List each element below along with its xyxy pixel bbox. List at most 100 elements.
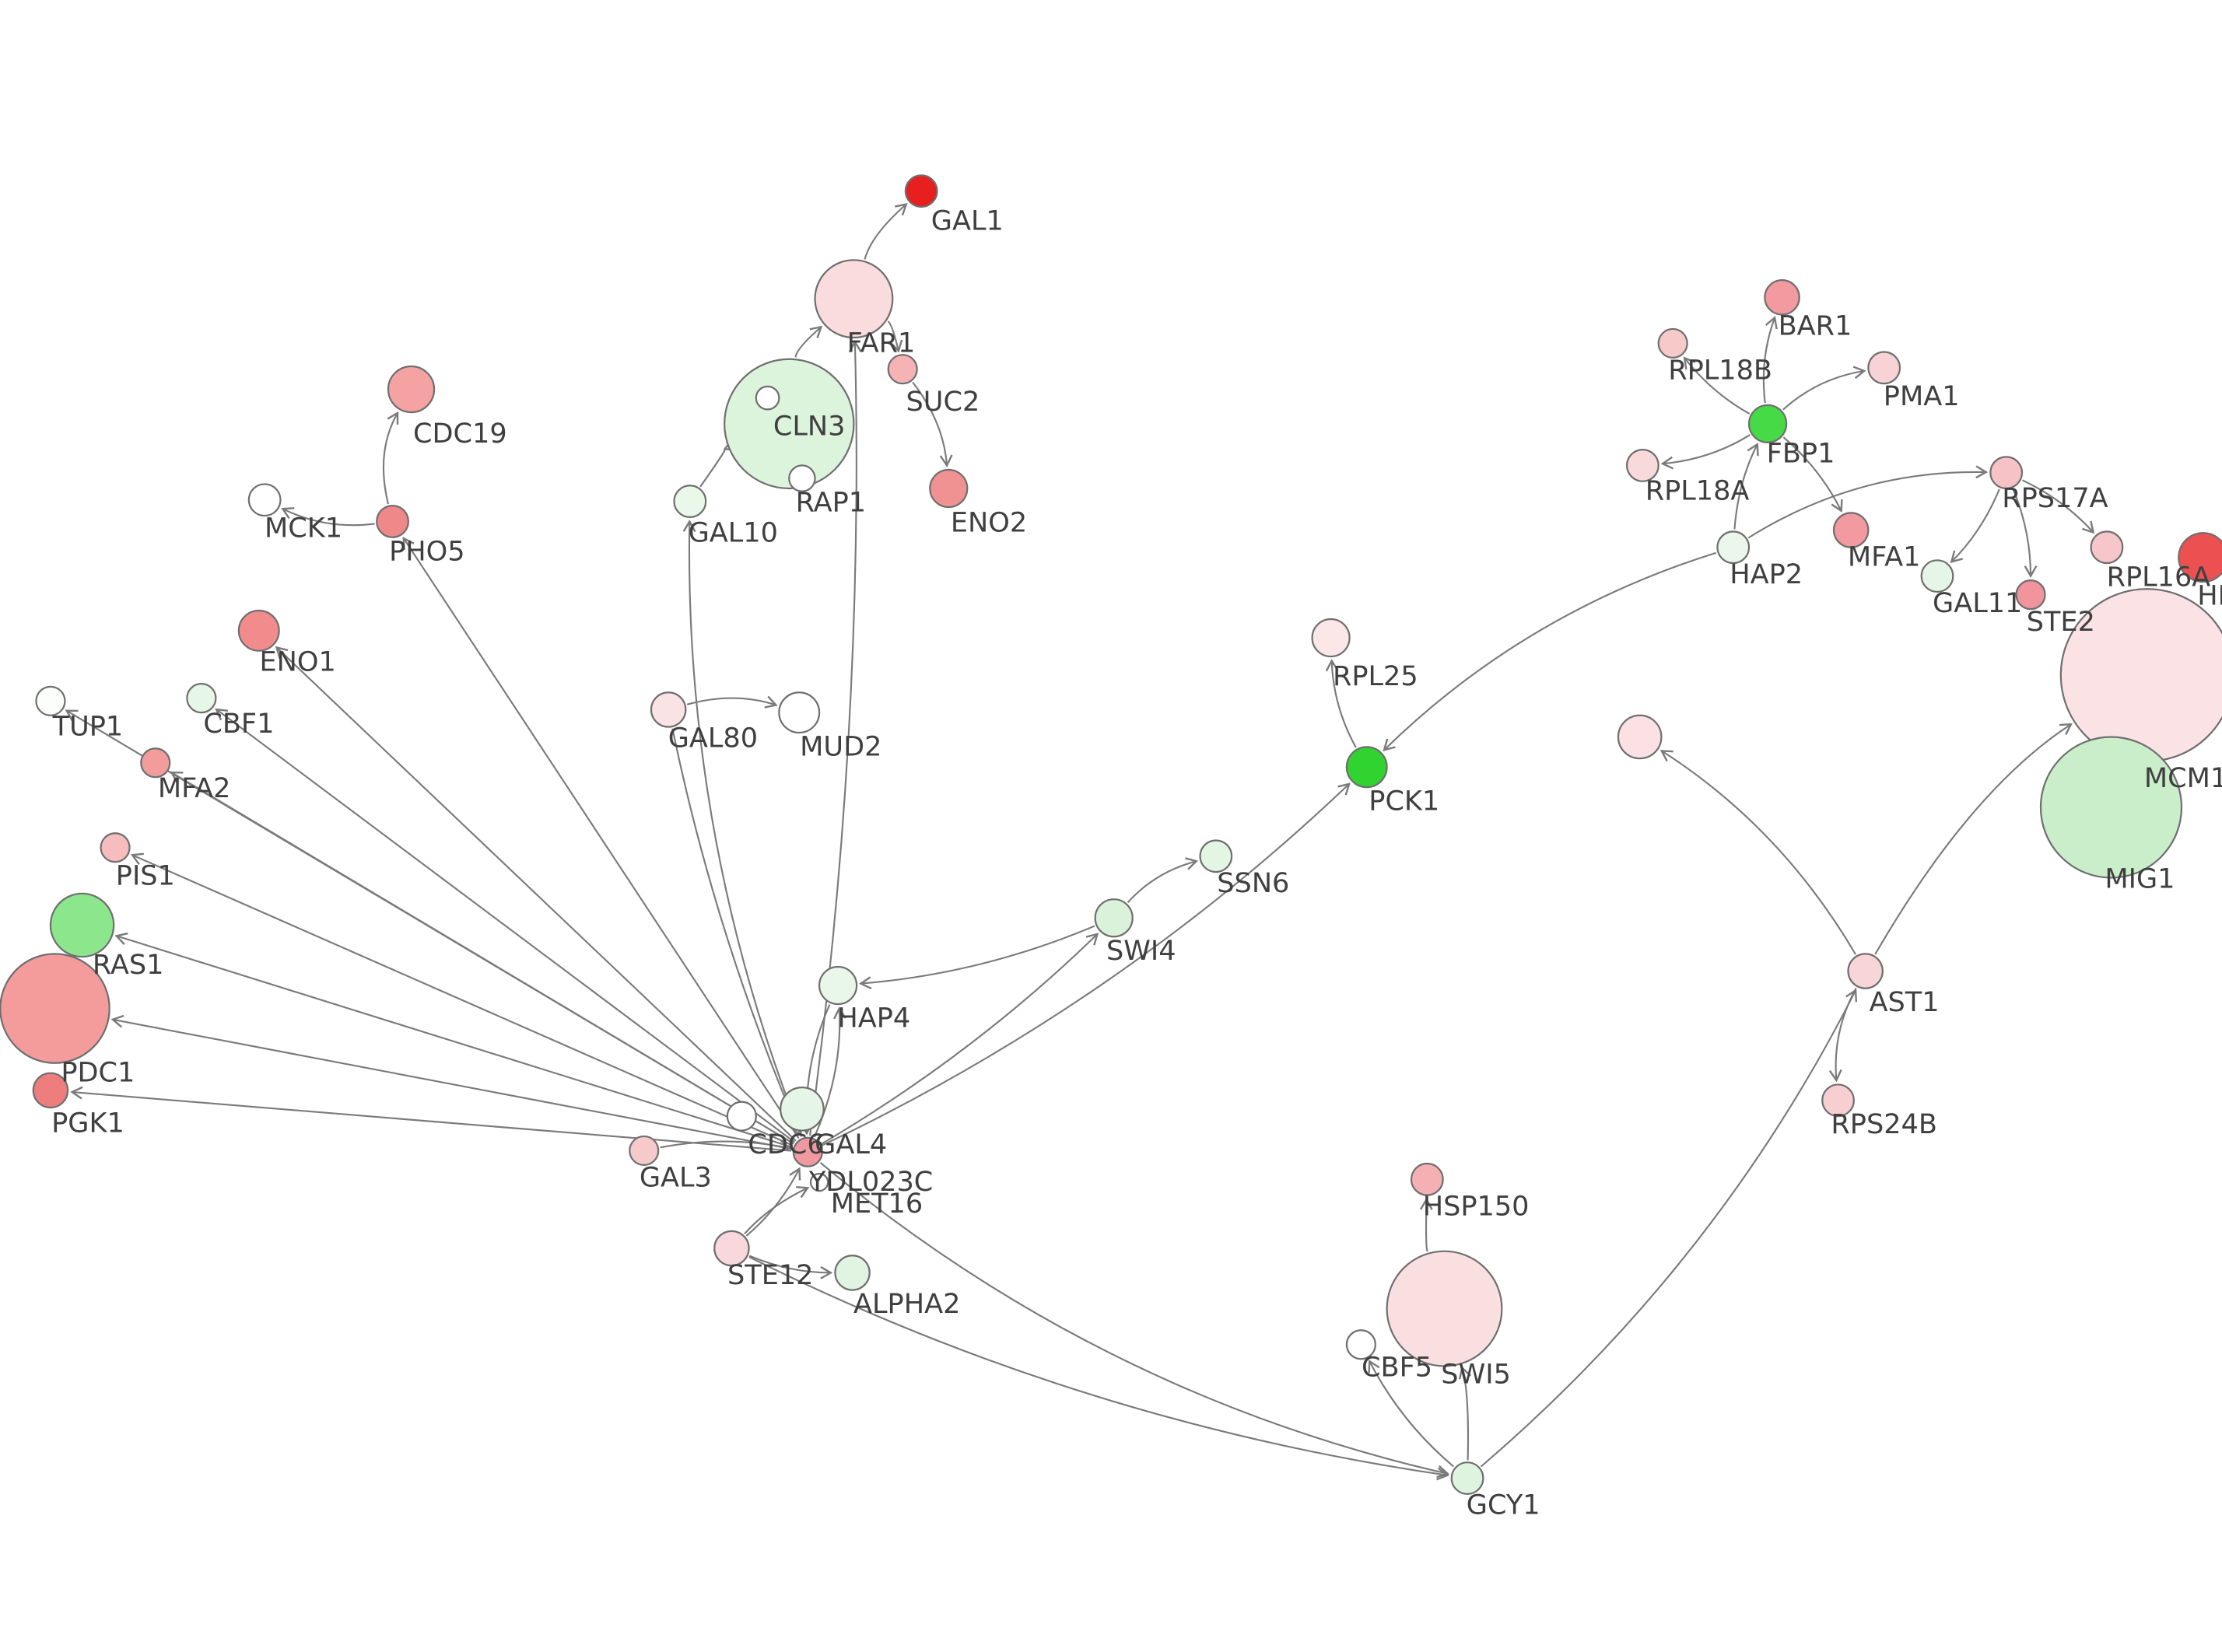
- edge-GAL4-GCY1[interactable]: [819, 1162, 1450, 1479]
- node-CBF5[interactable]: [1345, 1329, 1376, 1360]
- node-AST1[interactable]: [1847, 953, 1884, 989]
- edge-PCK1-RPL25[interactable]: [1325, 659, 1357, 748]
- edge-PHO5-MCK1[interactable]: [281, 507, 375, 527]
- node-BAR1[interactable]: [1764, 279, 1800, 316]
- edge-GAL4-PDC1[interactable]: [110, 1014, 792, 1150]
- edge-GAL4-MFA2[interactable]: [170, 771, 794, 1145]
- node-RPL18A[interactable]: [1625, 448, 1659, 482]
- node-GAL10[interactable]: [673, 485, 707, 519]
- edge-SWI5-HSP150[interactable]: [1419, 1197, 1433, 1252]
- node-PGK1[interactable]: [32, 1072, 69, 1109]
- node-GAL4[interactable]: [792, 1136, 823, 1167]
- edge-GAL4-SWI4[interactable]: [822, 933, 1099, 1145]
- edge-AST1-RPS24B[interactable]: [1828, 988, 1857, 1083]
- edge-RPS17A-STE2[interactable]: [2012, 488, 2038, 579]
- node-MFA2[interactable]: [140, 747, 171, 779]
- edge-GAL10-CLN3[interactable]: [699, 439, 737, 488]
- node-ENO2[interactable]: [929, 468, 969, 509]
- edge-SWI4-SSN6[interactable]: [1127, 857, 1199, 903]
- edge-GAL4-PIS1[interactable]: [130, 852, 794, 1146]
- edge-STE12-ALPHA2[interactable]: [748, 1255, 833, 1279]
- node-FAR1[interactable]: [814, 259, 894, 339]
- node-SWI4[interactable]: [1094, 898, 1134, 938]
- node-GCY1[interactable]: [1450, 1461, 1484, 1495]
- edge-GAL3-GAL4[interactable]: [660, 1139, 792, 1153]
- edge-HAP2-FBP1[interactable]: [1733, 443, 1759, 530]
- node-GAL1[interactable]: [904, 174, 938, 208]
- edge-GAL4-RAS1[interactable]: [114, 932, 793, 1148]
- edge-GAL80-GAL4[interactable]: [671, 728, 803, 1137]
- edge-GAL4-ENO1[interactable]: [275, 646, 797, 1142]
- node-HIS4[interactable]: [2178, 532, 2222, 583]
- node-PMA1[interactable]: [1867, 351, 1901, 385]
- edge-FBP1-RPL18A[interactable]: [1660, 434, 1751, 470]
- edge-CLN3-FAR1[interactable]: [794, 325, 823, 358]
- node-MCK1[interactable]: [247, 483, 282, 517]
- node-CLN3[interactable]: [724, 358, 855, 490]
- edge-RPS17A-GAL11[interactable]: [1950, 488, 2000, 564]
- edge-FBP1-PMA1[interactable]: [1782, 366, 1866, 411]
- edge-GAL4-PHO5[interactable]: [402, 537, 800, 1139]
- node-HSP150[interactable]: [1410, 1162, 1444, 1196]
- node-SSN6[interactable]: [1199, 839, 1233, 873]
- node-PCK1[interactable]: [1345, 746, 1388, 789]
- node-MET16[interactable]: [809, 1172, 829, 1192]
- node-STE2[interactable]: [2015, 579, 2046, 611]
- edge-GAL4-PGK1[interactable]: [70, 1086, 792, 1152]
- node-YDL023C[interactable]: [726, 1101, 757, 1132]
- edge-GCY1-SWI5[interactable]: [1458, 1366, 1472, 1461]
- node-RPS24B[interactable]: [1821, 1083, 1855, 1118]
- edge-GAL4-HAP4[interactable]: [813, 1006, 846, 1138]
- node-HAP4[interactable]: [818, 965, 858, 1006]
- node-RPL18B[interactable]: [1657, 327, 1688, 359]
- edge-GAL4-PCK1[interactable]: [822, 782, 1351, 1146]
- edge-AST1-MCM1[interactable]: [1874, 723, 2073, 955]
- edge-HAP2-RPS17A[interactable]: [1747, 465, 1989, 539]
- edge-SUC2-ENO2[interactable]: [912, 381, 953, 467]
- node-N2[interactable]: [755, 385, 780, 411]
- edge-GAL4-GAL10[interactable]: [682, 520, 803, 1137]
- node-GAL11[interactable]: [1920, 559, 1954, 593]
- edge-GAL4-CBF1[interactable]: [215, 708, 795, 1143]
- node-MIG1[interactable]: [2039, 736, 2183, 879]
- node-ALPHA2[interactable]: [834, 1255, 871, 1291]
- node-MFA1[interactable]: [1832, 512, 1870, 548]
- edge-SWI4-HAP4[interactable]: [859, 925, 1095, 990]
- node-ENO1[interactable]: [237, 609, 280, 652]
- node-RAS1[interactable]: [49, 892, 115, 958]
- edge-STE12-MET16[interactable]: [744, 1186, 810, 1235]
- node-RAP1[interactable]: [788, 464, 816, 492]
- node-HAP2[interactable]: [1716, 530, 1751, 565]
- node-RPS17A[interactable]: [1989, 456, 2024, 490]
- node-TUP1[interactable]: [35, 685, 66, 716]
- edge-STE12-GAL4[interactable]: [745, 1167, 801, 1237]
- edge-GCY1-CBF5[interactable]: [1368, 1360, 1454, 1468]
- node-FBP1[interactable]: [1747, 404, 1788, 443]
- node-SUC2[interactable]: [887, 354, 918, 385]
- node-PIS1[interactable]: [100, 832, 131, 863]
- node-N1[interactable]: [1617, 714, 1663, 760]
- edge-RPS17A-RPL16A[interactable]: [2022, 479, 2095, 534]
- edge-GCY1-AST1[interactable]: [1480, 989, 1858, 1468]
- node-GAL80[interactable]: [650, 691, 687, 728]
- node-GAL3[interactable]: [629, 1135, 660, 1166]
- node-STE12[interactable]: [713, 1230, 750, 1267]
- node-CBF1[interactable]: [186, 683, 217, 714]
- node-PHO5[interactable]: [376, 505, 409, 538]
- edge-FAR1-GAL1[interactable]: [864, 203, 908, 260]
- node-SWI5[interactable]: [1386, 1250, 1503, 1367]
- edge-STE12-GCY1[interactable]: [748, 1256, 1449, 1481]
- node-RPL25[interactable]: [1311, 618, 1351, 658]
- node-MUD2[interactable]: [778, 691, 821, 734]
- edge-FAR1-SUC2[interactable]: [887, 320, 903, 353]
- edge-FBP1-RPL18B[interactable]: [1683, 356, 1751, 415]
- node-CDC19[interactable]: [387, 365, 436, 414]
- edge-FBP1-BAR1[interactable]: [1762, 316, 1778, 404]
- edge-PHO5-CDC19[interactable]: [382, 411, 399, 505]
- node-PDC1[interactable]: [0, 953, 110, 1064]
- node-RPL16A[interactable]: [2090, 530, 2124, 565]
- node-CDC6[interactable]: [780, 1087, 825, 1132]
- edge-GAL80-MUD2[interactable]: [686, 695, 778, 709]
- edge-AST1-N1[interactable]: [1659, 750, 1857, 955]
